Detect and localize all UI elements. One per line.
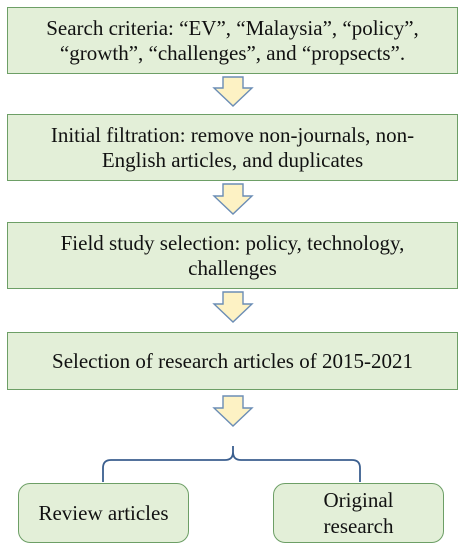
outcome-original-research: Original research <box>273 483 444 543</box>
step-text-line: English articles, and duplicates <box>101 147 364 172</box>
step-text-line: Selection of research articles of 2015-2… <box>52 348 413 373</box>
outcome-review-articles: Review articles <box>18 483 189 543</box>
down-arrow-icon <box>212 183 254 215</box>
step-initial-filtration: Initial filtration: remove non-journals,… <box>7 114 458 181</box>
step-article-selection: Selection of research articles of 2015-2… <box>7 332 458 390</box>
step-text-line: Search criteria: “EV”, “Malaysia”, “poli… <box>46 15 419 40</box>
outcome-text-line: Original <box>323 488 394 512</box>
step-field-study-selection: Field study selection: policy, technolog… <box>7 222 458 289</box>
down-arrow-icon <box>212 395 254 427</box>
step-search-criteria: Search criteria: “EV”, “Malaysia”, “poli… <box>7 7 458 74</box>
branch-brace-icon <box>102 446 361 482</box>
outcome-text-line: research <box>323 514 394 538</box>
step-text-line: Field study selection: policy, technolog… <box>60 230 405 255</box>
step-text-line: “growth”, “challenges”, and “propsects”. <box>59 40 406 65</box>
step-text-line: Initial filtration: remove non-journals,… <box>50 122 415 147</box>
step-text-line: challenges <box>188 255 277 280</box>
outcome-text-line: Review articles <box>38 500 169 525</box>
down-arrow-icon <box>212 76 254 107</box>
down-arrow-icon <box>212 291 254 323</box>
